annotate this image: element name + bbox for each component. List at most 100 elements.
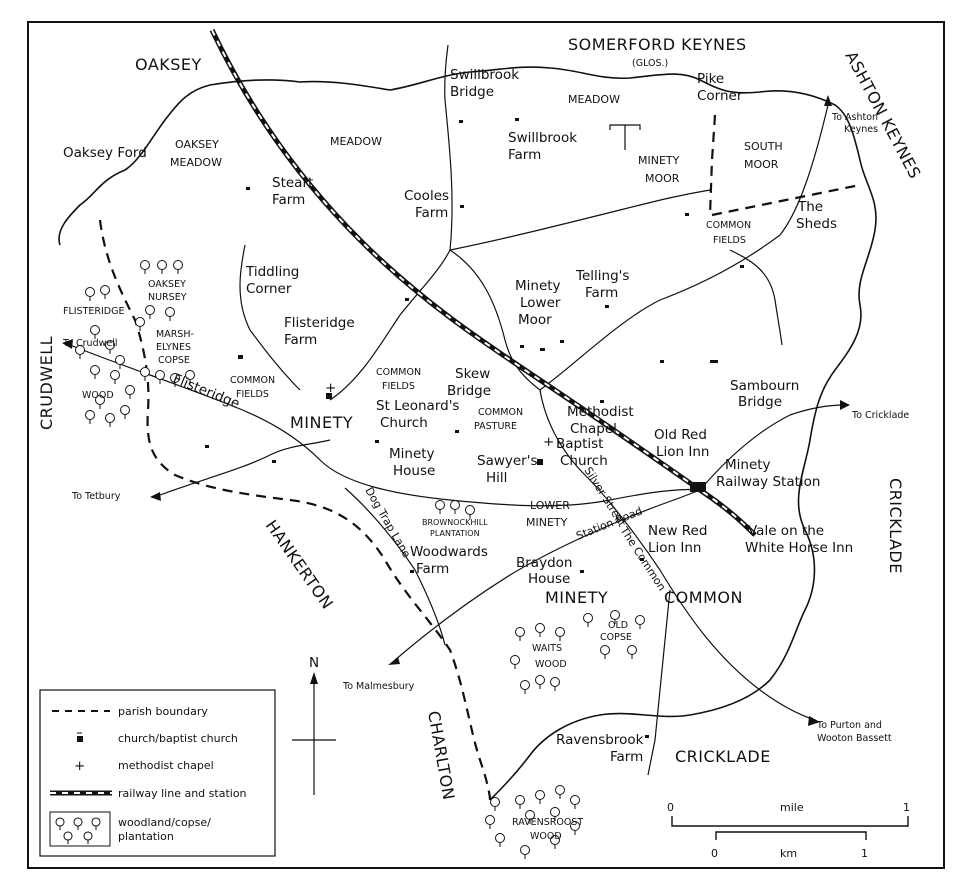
dest-purton-2: Wooton Bassett <box>817 733 892 744</box>
label-minety-village: MINETY <box>290 413 353 432</box>
label-ravensroost-1: RAVENSROOST <box>512 817 583 828</box>
label-new-red-lion-2: Lion Inn <box>648 540 701 556</box>
north-label: N <box>309 655 319 671</box>
legend-woodland-box <box>49 811 111 847</box>
tree-icon <box>535 623 545 633</box>
parish-boundary-northeast <box>708 114 861 217</box>
label-pike-corner-2: Corner <box>697 88 743 104</box>
label-methodist-chapel-1: Methodist <box>567 404 634 420</box>
label-minety-moor-2: MOOR <box>645 172 680 185</box>
label-minety-station-1: Minety <box>725 457 771 473</box>
scale-mile-start: 0 <box>667 801 674 814</box>
dest-cricklade: To Cricklade <box>851 410 909 421</box>
label-sambourn-bridge-2: Bridge <box>738 394 782 410</box>
woodland-marsh-elynes <box>140 367 195 387</box>
tree-icon <box>485 815 495 825</box>
scale-km-bar <box>715 831 867 840</box>
label-waits-wood-2: WOOD <box>535 659 567 670</box>
dest-ashton-keynes-1: To Ashton <box>831 112 878 123</box>
tree-icon <box>100 285 110 295</box>
tree-icon <box>120 405 130 415</box>
label-woodwards-farm-2: Farm <box>416 561 449 577</box>
label-ravensbrook-farm-1: Ravensbrook <box>556 732 644 748</box>
label-old-red-lion-1: Old Red <box>654 427 707 443</box>
label-common-fields-c-2: FIELDS <box>382 381 415 392</box>
label-old-copse-1: OLD <box>608 620 628 631</box>
legend-woodland-symbol <box>55 817 101 845</box>
label-minety-moor-1: MINETY <box>638 154 680 167</box>
label-swillbrook-bridge-1: Swillbrook <box>450 67 519 83</box>
label-minety-station-2: Railway Station <box>716 474 820 490</box>
woodland-brownockhill <box>435 500 475 519</box>
label-common-fields-w-1: COMMON <box>230 375 275 386</box>
label-swillbrook-bridge-2: Bridge <box>450 84 494 100</box>
label-ravensbrook-farm-2: Farm <box>610 749 643 765</box>
tree-icon <box>435 500 445 510</box>
label-minety-house-2: House <box>393 463 435 479</box>
label-the-sheds-2: Sheds <box>796 216 837 232</box>
tree-icon <box>535 790 545 800</box>
label-steart-farm-2: Farm <box>272 192 305 208</box>
tree-icon <box>105 413 115 423</box>
tree-icon <box>550 677 560 687</box>
dest-tetbury: To Tetbury <box>71 491 121 502</box>
label-common-pasture-2: PASTURE <box>474 421 517 432</box>
arrow-tetbury <box>150 492 161 501</box>
label-skew-bridge-1: Skew <box>455 366 490 382</box>
label-swillbrook-farm-1: Swillbrook <box>508 130 577 146</box>
scale-km-start: 0 <box>711 847 718 860</box>
woodland-oaksey-nursey <box>135 260 183 331</box>
tree-icon <box>140 260 150 270</box>
label-minety-lower-moor-2: Lower <box>520 295 561 311</box>
baptist-church-symbol <box>537 459 543 465</box>
label-minety-common: MINETY COMMON <box>545 588 743 607</box>
tree-icon <box>520 845 530 855</box>
label-skew-bridge-2: Bridge <box>447 383 491 399</box>
tree-icon <box>515 795 525 805</box>
label-common-pasture-1: COMMON <box>478 407 523 418</box>
label-tiddling-corner-2: Corner <box>246 281 292 297</box>
label-st-leonards-2: Church <box>380 415 428 431</box>
tree-icon <box>135 317 145 327</box>
label-cricklade-east: CRICKLADE <box>886 478 905 574</box>
label-tiddling-corner-1: Tiddling <box>245 264 299 280</box>
legend-railway-text: railway line and station <box>118 787 247 800</box>
legend-woodland-text-1: woodland/copse/ <box>118 816 211 829</box>
label-tellings-farm-1: Telling's <box>575 268 629 284</box>
destination-labels: To Ashton Keynes To Crudwell To Cricklad… <box>62 112 909 744</box>
label-south-moor-2: MOOR <box>744 158 779 171</box>
label-braydon-house-2: House <box>528 571 570 587</box>
label-cooles-farm-2: Farm <box>415 205 448 221</box>
label-marsh-elynes-3: COPSE <box>158 355 190 366</box>
tree-icon <box>155 370 165 380</box>
label-the-sheds-1: The <box>797 199 823 215</box>
dest-ashton-keynes-2: Keynes <box>844 124 878 135</box>
label-old-copse-2: COPSE <box>600 632 632 643</box>
tree-icon <box>570 795 580 805</box>
scale-mile-bar <box>671 816 909 827</box>
label-steart-farm-1: Steart <box>272 175 313 191</box>
legend-box <box>39 689 276 857</box>
tree-icon <box>465 505 475 515</box>
tree-icon <box>600 645 610 655</box>
parish-boundary-west <box>98 219 492 801</box>
label-minety-house-1: Minety <box>389 446 435 462</box>
tree-icon <box>635 615 645 625</box>
woodland-waits-wood <box>510 623 565 694</box>
label-new-red-lion-1: New Red <box>648 523 707 539</box>
label-oaksey-nursey-1: OAKSEY <box>148 279 186 290</box>
tree-icon <box>515 627 525 637</box>
tree-icon <box>125 385 135 395</box>
label-oaksey-nursey-2: NURSEY <box>148 292 187 303</box>
legend-church-symbol <box>77 736 83 742</box>
label-lower-minety-1: LOWER <box>530 499 570 512</box>
legend: parish boundary church/baptist church + … <box>39 689 276 857</box>
tree-icon <box>555 785 565 795</box>
label-oaksey: OAKSEY <box>135 55 202 74</box>
legend-woodland-text-2: plantation <box>118 830 174 843</box>
label-baptist-church-2: Church <box>560 453 608 469</box>
label-waits-wood-1: WAITS <box>532 643 562 654</box>
arrow-malmesbury <box>388 657 400 665</box>
tree-icon <box>110 370 120 380</box>
